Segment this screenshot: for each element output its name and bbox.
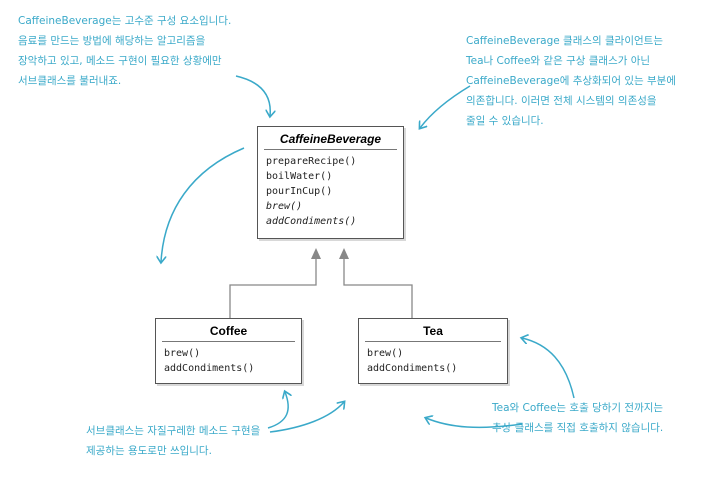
note-high-level-component: CaffeineBeverage는 고수준 구성 요소입니다. 음료를 만드는 … [18, 15, 232, 87]
coffee-inheritance-arrowhead [311, 248, 321, 259]
class-coffee: Coffee brew() addCondiments() [155, 318, 302, 384]
arrow-to-caffeine-from-left [235, 75, 270, 116]
arrow-to-coffee [267, 392, 288, 429]
arrow-bottom-right [426, 418, 523, 429]
method-add-condiments-abstract: addCondiments() [266, 216, 357, 227]
method-brew: brew() [164, 348, 201, 359]
tea-inheritance-line [343, 258, 413, 318]
class-caffeine-beverage-name: CaffeineBeverage [279, 132, 382, 146]
class-caffeine-beverage-divider [264, 149, 397, 150]
method-add-condiments: addCondiments() [164, 363, 255, 374]
method-boil-water: boilWater() [266, 171, 333, 182]
class-tea-name: Tea [423, 324, 443, 338]
note-client-dependency: CaffeineBeverage 클래스의 클라이언트는 Tea나 Coffee… [466, 35, 676, 127]
arrow-to-tea-left [269, 402, 344, 433]
coffee-inheritance-line [229, 258, 317, 318]
class-caffeine-beverage-methods: prepareRecipe() boilWater() pourInCup() … [266, 154, 356, 229]
note-hollywood-principle: Tea와 Coffee는 호출 당하기 전까지는 추상 클래스를 직접 호출하지… [492, 402, 664, 434]
method-pour-in-cup: pourInCup() [266, 186, 333, 197]
class-tea-methods: brew() addCondiments() [367, 346, 457, 376]
method-brew: brew() [367, 348, 404, 359]
tea-inheritance-arrowhead [339, 248, 349, 259]
class-coffee-name: Coffee [209, 324, 248, 338]
inheritance-lines [229, 258, 413, 318]
method-prepare-recipe: prepareRecipe() [266, 156, 357, 167]
arrow-to-subclass-area [161, 147, 245, 262]
arrow-to-tea-right [522, 338, 575, 399]
class-tea-divider [365, 341, 501, 342]
class-tea: Tea brew() addCondiments() [358, 318, 508, 384]
method-add-condiments: addCondiments() [367, 363, 458, 374]
method-brew-abstract: brew() [266, 201, 303, 212]
class-coffee-methods: brew() addCondiments() [164, 346, 254, 376]
class-coffee-divider [162, 341, 295, 342]
class-caffeine-beverage: CaffeineBeverage prepareRecipe() boilWat… [257, 126, 404, 239]
arrow-to-caffeine-from-right [420, 85, 471, 128]
note-subclass-purpose: 서브클래스는 자질구레한 메소드 구현을 제공하는 용도로만 쓰입니다. [86, 425, 261, 457]
